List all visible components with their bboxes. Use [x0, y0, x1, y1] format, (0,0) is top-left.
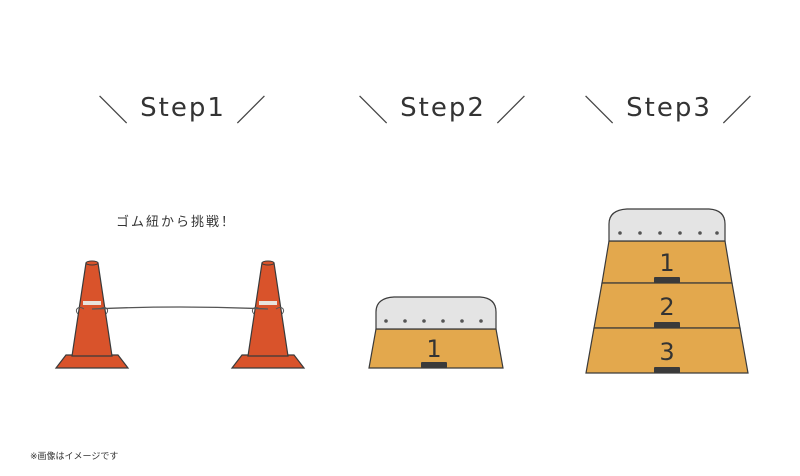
vault-box-1tier: 1: [368, 296, 504, 369]
step3-title: ＼ Step3 ／: [584, 88, 754, 129]
step2-title: ＼ Step2 ／: [358, 88, 528, 129]
vault-box-3tier: 1 2 3: [585, 208, 749, 374]
cone-right-icon: [230, 260, 306, 369]
handle-icon: [654, 367, 680, 373]
cone-left-icon: [54, 260, 130, 369]
slash-left: ＼: [358, 94, 391, 129]
step2-label: Step2: [400, 93, 486, 123]
slash-right: ／: [721, 94, 754, 129]
handle-icon: [654, 322, 680, 328]
step1-label: Step1: [140, 93, 226, 123]
stud-row: [618, 231, 719, 235]
rubber-rope: [75, 306, 285, 315]
tier-number: 1: [426, 335, 441, 363]
tier-number: 3: [659, 338, 674, 366]
step3-label: Step3: [626, 93, 712, 123]
slash-left: ＼: [98, 94, 131, 129]
step1-title: ＼ Step1 ／: [98, 88, 268, 129]
slash-right: ／: [495, 94, 528, 129]
slash-left: ＼: [584, 94, 617, 129]
stud-row: [384, 319, 483, 323]
slash-right: ／: [235, 94, 268, 129]
handle-icon: [654, 277, 680, 283]
handle-icon: [421, 362, 447, 368]
tier-number: 2: [659, 293, 674, 321]
step1-caption: ゴム紐から挑戦！: [116, 215, 237, 230]
tier-number: 1: [659, 249, 674, 277]
image-note: ※画像はイメージです: [30, 452, 119, 462]
